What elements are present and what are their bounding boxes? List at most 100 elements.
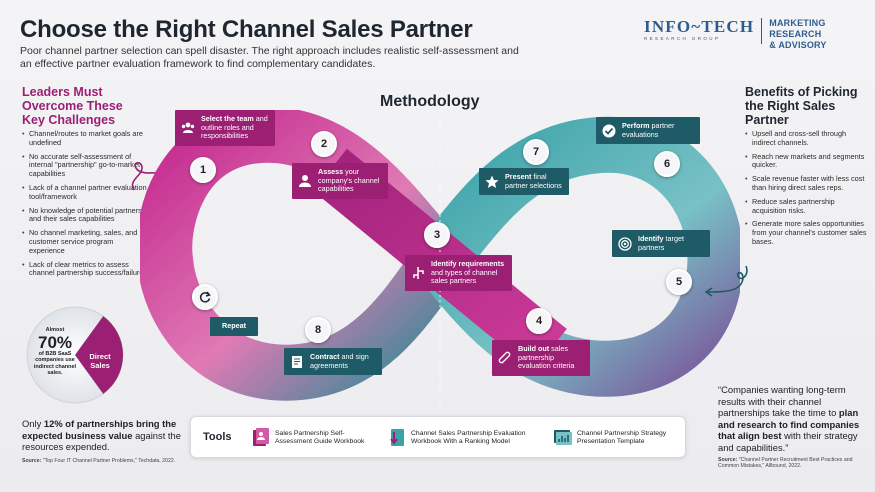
tree-icon <box>413 266 424 279</box>
presentation-icon <box>554 430 572 445</box>
step-7-bold: Present <box>505 172 532 181</box>
step-1-number: 1 <box>190 157 216 183</box>
stat-circle <box>26 306 124 404</box>
tools-panel: Tools Sales Partnership Self-Assessment … <box>190 416 686 458</box>
step-3-box: Identify requirements and types of chann… <box>405 255 512 291</box>
challenge-item: Lack of clear metrics to assess channel … <box>22 260 148 279</box>
team-icon <box>181 122 195 133</box>
curl-arrow-right-icon <box>704 265 748 297</box>
quote-pre: “Companies wanting long-term results wit… <box>718 384 846 418</box>
challenges-list: Channel/routes to market goals are undef… <box>22 129 148 283</box>
step-1-box: Select the team and outline roles and re… <box>175 110 275 146</box>
step-8-text: and sign agreements <box>310 352 369 370</box>
logo-name: INFO~TECH <box>644 17 755 36</box>
source-right: Source: "Channel Partner Recruitment Bes… <box>718 457 870 470</box>
partnership-stat-text: Only 12% of partnerships bring the expec… <box>22 418 187 453</box>
step-6-number: 6 <box>654 151 680 177</box>
clip-icon <box>498 351 511 364</box>
source-label: Source: <box>718 457 738 463</box>
step-4-bold: Build out <box>518 344 550 353</box>
benefit-item: Upsell and cross-sell through indirect c… <box>745 129 870 148</box>
tool-item[interactable]: Channel Sales Partnership Evaluation Wor… <box>387 427 537 449</box>
tool-3-label: Channel Partnership Strategy Presentatio… <box>577 429 667 445</box>
logo-division: MARKETING RESEARCH & ADVISORY <box>769 18 875 51</box>
step-2-box: Assess your company's channel capabiliti… <box>292 163 388 199</box>
step-7-text: final partner selections <box>505 172 562 190</box>
star-icon <box>485 175 499 188</box>
repeat-label: Repeat <box>222 321 246 330</box>
repeat-box: Repeat <box>210 317 258 336</box>
step-6-text: partner evaluations <box>622 121 675 139</box>
methodology-heading: Methodology <box>380 93 480 110</box>
person-icon <box>299 174 311 187</box>
direct-sales-slice <box>75 316 123 394</box>
step-4-box: Build out sales partnership evaluation c… <box>492 340 590 376</box>
challenge-item: Lack of a channel partner evaluation too… <box>22 183 148 202</box>
tool-1-label: Sales Partnership Self-Assessment Guide … <box>275 429 365 445</box>
challenge-item: No knowledge of potential partners and t… <box>22 206 148 225</box>
page-title: Choose the Right Channel Sales Partner <box>20 16 473 43</box>
logo-tagline: RESEARCH GROUP <box>644 36 721 41</box>
step-5-text: target partners <box>638 234 684 252</box>
step-8-bold: Contract <box>310 352 340 361</box>
benefit-item: Reach new markets and segments quicker. <box>745 152 870 171</box>
logo-divider <box>761 18 763 44</box>
tool-item[interactable]: Channel Partnership Strategy Presentatio… <box>553 427 683 449</box>
step-6-bold: Perform <box>622 121 650 130</box>
quote-post: with their strategy and capabilities.” <box>718 430 858 453</box>
stat-indirect: Almost 70% of B2B SaaS companies use ind… <box>30 327 80 377</box>
partnership-stat-pre: Only <box>22 418 44 429</box>
step-6-box: Perform partner evaluations <box>596 117 700 145</box>
target-icon <box>618 236 632 251</box>
logo-division-line2: & ADVISORY <box>769 40 827 50</box>
partnership-stat-bold: 12% of partnerships bring the expected b… <box>22 418 177 441</box>
challenge-item: No accurate self-assessment of internal … <box>22 152 148 179</box>
benefit-item: Reduce sales partnership acquisition ris… <box>745 197 870 216</box>
tool-item[interactable]: Sales Partnership Self-Assessment Guide … <box>251 427 381 449</box>
stat-prefix: Almost <box>45 327 65 333</box>
step-3-number: 3 <box>424 222 450 248</box>
workbook-icon <box>253 428 269 446</box>
step-8-number: 8 <box>305 317 331 343</box>
challenges-heading: Leaders Must Overcome These Key Challeng… <box>22 85 123 127</box>
source-label: Source: <box>22 458 42 464</box>
evaluation-workbook-icon <box>390 429 404 446</box>
step-4-number: 4 <box>526 308 552 334</box>
tools-label: Tools <box>203 431 232 443</box>
benefits-heading: Benefits of Picking the Right Sales Part… <box>745 85 858 127</box>
step-2-text: your company's channel capabilities <box>318 167 380 194</box>
benefits-list: Upsell and cross-sell through indirect c… <box>745 129 870 252</box>
step-1-bold: Select the team <box>201 114 254 123</box>
step-2-bold: Assess <box>318 167 344 176</box>
benefit-item: Generate more sales opportunities from y… <box>745 219 870 246</box>
step-8-box: Contract and sign agreements <box>284 348 382 376</box>
step-1-text: and outline roles and responsibilities <box>201 114 268 141</box>
page-subtitle: Poor channel partner selection can spell… <box>20 45 519 70</box>
source-left: Source: "Top Four IT Channel Partner Pro… <box>22 458 192 464</box>
step-2-number: 2 <box>311 131 337 157</box>
quote-text: “Companies wanting long-term results wit… <box>718 384 868 453</box>
step-5-number: 5 <box>666 269 692 295</box>
step-5-box: Identify target partners <box>612 230 710 258</box>
source-text: "Top Four IT Channel Partner Problems," … <box>41 458 176 464</box>
step-7-box: Present final partner selections <box>479 168 569 196</box>
stat-direct-label: Direct Sales <box>89 352 111 370</box>
step-5-bold: Identify <box>638 234 664 243</box>
quote-bold: plan and research to find companies that… <box>718 407 860 441</box>
step-3-bold: Identify requirements <box>431 259 505 268</box>
step-7-number: 7 <box>523 139 549 165</box>
check-icon <box>602 124 616 138</box>
stat-value: 70% <box>37 332 73 352</box>
challenge-item: No channel marketing, sales, and custome… <box>22 228 148 255</box>
source-text: "Channel Partner Recruitment Best Practi… <box>718 457 853 470</box>
logo-division-line1: MARKETING RESEARCH <box>769 18 826 39</box>
challenge-item: Channel/routes to market goals are undef… <box>22 129 148 148</box>
contract-icon <box>292 355 302 368</box>
step-4-text: sales partnership evaluation criteria <box>518 344 575 371</box>
tool-2-label: Channel Sales Partnership Evaluation Wor… <box>411 429 526 445</box>
benefit-item: Scale revenue faster with less cost than… <box>745 174 870 193</box>
repeat-cycle-icon <box>192 284 218 310</box>
step-3-text: and types of channel sales partners <box>431 267 498 286</box>
brand-logo: INFO~TECH RESEARCH GROUP MARKETING RESEA… <box>644 18 875 51</box>
stat-description: of B2B SaaS companies use indirect chann… <box>33 350 77 377</box>
